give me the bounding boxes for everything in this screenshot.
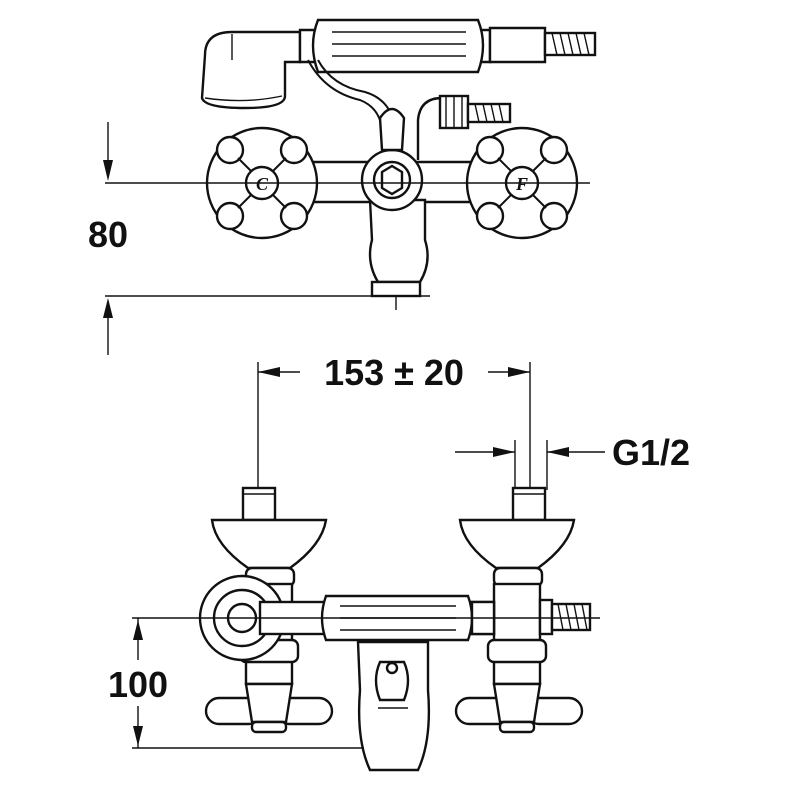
right-inlet xyxy=(458,486,576,588)
hose-outlet xyxy=(416,94,512,160)
cold-mark: C xyxy=(256,174,269,194)
hot-mark: F xyxy=(515,174,528,194)
cold-handle-front xyxy=(204,682,334,734)
dimension-center-distance: 153 ± 20 xyxy=(257,352,531,488)
top-view: C F 80 xyxy=(88,18,597,355)
dimension-label-100: 100 xyxy=(108,664,168,705)
right-valve-column xyxy=(486,582,554,686)
dimension-label-thread: G1/2 xyxy=(612,432,690,473)
dimension-80: 80 xyxy=(88,122,128,355)
front-view: 153 ± 20 G1/2 xyxy=(108,352,690,772)
dimension-label-center: 153 ± 20 xyxy=(324,352,464,393)
spout-top xyxy=(368,198,429,298)
spout-front xyxy=(356,640,431,772)
left-inlet xyxy=(210,486,328,588)
dimension-thread: G1/2 xyxy=(455,432,690,490)
shower-head xyxy=(200,30,302,110)
hose-spring-top xyxy=(543,31,597,57)
dimension-100: 100 xyxy=(108,618,168,748)
shower-handle xyxy=(298,18,547,74)
dimension-label-80: 80 xyxy=(88,214,128,255)
hose-spring-front xyxy=(550,602,592,632)
diverter xyxy=(360,107,424,212)
hot-handle-front xyxy=(454,682,584,734)
